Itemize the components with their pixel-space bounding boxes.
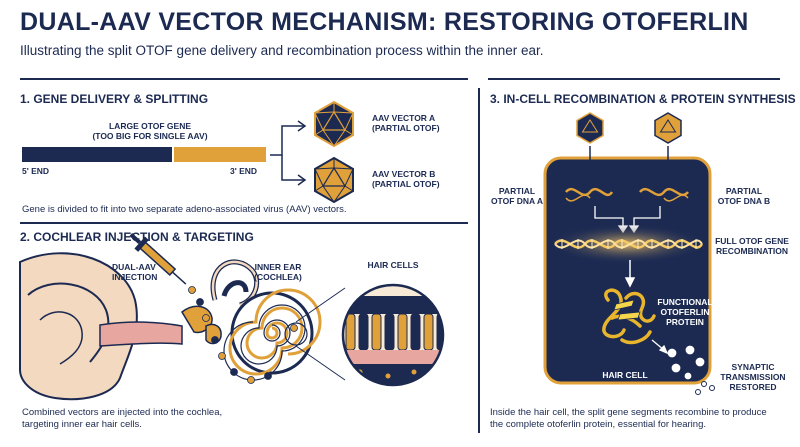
header-divider-right (488, 78, 780, 80)
section-1-caption: Gene is divided to fit into two separate… (22, 204, 347, 215)
released-vesicles (695, 381, 715, 395)
column-divider (478, 88, 480, 433)
outer-ear (19, 252, 138, 401)
semicircular-canals-fill (211, 260, 258, 307)
vector-a-label: AAV VECTOR A (PARTIAL OTOF) (372, 113, 440, 134)
recombination-glow (547, 224, 707, 264)
end-5-label: 5' END (22, 166, 50, 176)
partial-dna-b-label: PARTIAL OTOF DNA B (717, 186, 771, 207)
gene-label: LARGE OTOF GENE (TOO BIG FOR SINGLE AAV) (92, 121, 208, 142)
ear-fold (27, 282, 110, 363)
section-3-title: 3. IN-CELL RECOMBINATION & PROTEIN SYNTH… (490, 92, 796, 106)
hair-cell-body (543, 156, 712, 385)
zoom-connector (295, 287, 346, 381)
full-dna-strand-2 (554, 239, 703, 249)
ear-fold-inner (39, 311, 83, 365)
vector-particles (188, 286, 298, 384)
section-2-caption: Combined vectors are injected into the c… (22, 407, 223, 431)
gene-bar-part-b (174, 147, 266, 162)
section-3-caption: Inside the hair cell, the split gene seg… (490, 407, 767, 431)
entry-arrows (584, 146, 674, 178)
hair-cells-zoom-border (341, 283, 445, 387)
partial-dna-b-2 (663, 194, 689, 202)
synaptic-label: SYNAPTIC TRANSMISSION RESTORED (720, 362, 786, 393)
vector-b-label: AAV VECTOR B (PARTIAL OTOF) (372, 169, 440, 190)
syringe-icon (129, 233, 187, 285)
partial-dna-a-label: PARTIAL OTOF DNA A (490, 186, 544, 207)
gene-bar-part-a (22, 147, 172, 162)
aav-vector-a-icon (314, 100, 354, 148)
hair-cells-label: HAIR CELLS (367, 260, 419, 270)
section-divider (20, 222, 468, 224)
protein-label: FUNCTIONAL OTOFERLIN PROTEIN (657, 297, 713, 328)
partial-dna-a-2 (565, 194, 591, 202)
injection-label: DUAL-AAV INJECTION (112, 262, 158, 283)
full-gene-label: FULL OTOF GENE RECOMBINATION (715, 236, 789, 257)
vector-a-small-icon (576, 112, 604, 144)
page-title: DUAL-AAV VECTOR MECHANISM: RESTORING OTO… (20, 8, 749, 36)
synapse-arrow (651, 339, 669, 355)
inner-ear-label: INNER EAR (COCHLEA) (254, 262, 302, 283)
page-subtitle: Illustrating the split OTOF gene deliver… (20, 43, 544, 58)
aav-vector-b-icon (314, 156, 354, 204)
synaptic-vesicles (666, 344, 706, 381)
section-1-title: 1. GENE DELIVERY & SPLITTING (20, 92, 209, 106)
hair-cell-label: HAIR CELL (602, 370, 648, 380)
protein-arrow (624, 260, 636, 288)
cochlea-spiral (228, 288, 322, 376)
ear-canal (99, 321, 183, 347)
zoom-origin (284, 322, 308, 346)
header-divider (20, 78, 468, 80)
partial-dna-b (639, 187, 689, 197)
vector-b-small-icon (654, 112, 682, 144)
split-arrows (270, 120, 307, 186)
section-2-title: 2. COCHLEAR INJECTION & TARGETING (20, 230, 254, 244)
otoferlin-protein-strands (613, 299, 641, 321)
dna-rungs (561, 239, 697, 249)
end-3-label: 3' END (230, 166, 258, 176)
partial-dna-a (565, 187, 614, 197)
